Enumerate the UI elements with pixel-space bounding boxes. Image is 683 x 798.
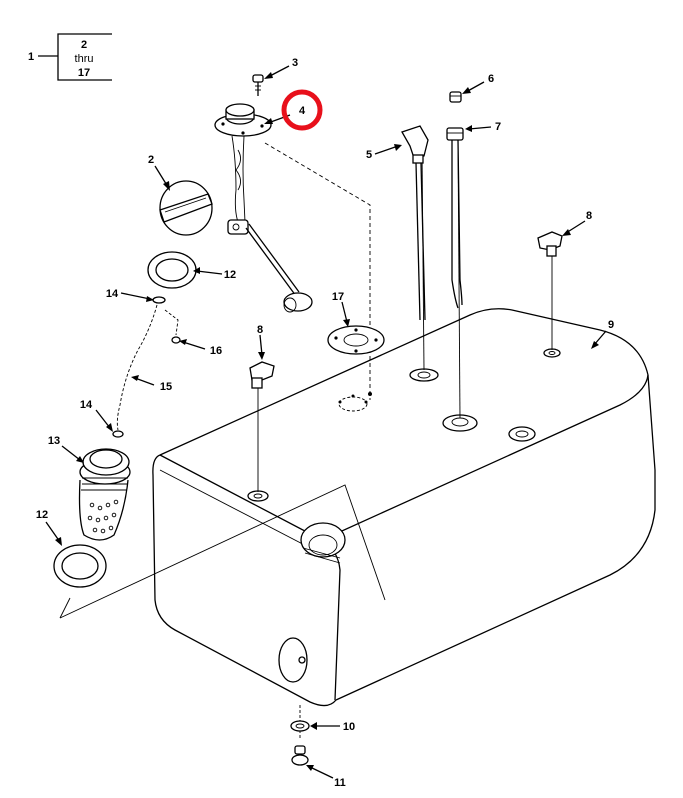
pickup-tube-part: [401, 125, 429, 321]
highlight-ring: [281, 89, 323, 131]
screw-part: [252, 74, 264, 96]
callout-7: 7: [495, 121, 501, 133]
callout-12-upper: 12: [224, 269, 236, 281]
callout-8-left: 8: [257, 324, 263, 336]
callout-17: 17: [332, 291, 344, 303]
filler-cap-part: [159, 180, 213, 236]
gasket-lower-part: [53, 544, 107, 588]
fuel-level-sender-part: [214, 103, 313, 313]
retaining-chain-part: [112, 296, 181, 438]
legend-range-end: 17: [78, 67, 90, 79]
strainer-part: [78, 448, 131, 541]
vent-tube-part: [446, 127, 464, 309]
callout-8-right: 8: [586, 210, 592, 222]
legend-item-label: 1: [28, 51, 34, 63]
sender-gasket-part: [327, 325, 385, 355]
elbow-fitting-right-part: [537, 231, 563, 257]
gasket-upper-part: [147, 251, 197, 289]
drain-washer-part: [290, 720, 310, 732]
vent-cap-part: [449, 91, 462, 103]
elbow-fitting-left-part: [249, 361, 275, 389]
assembly-legend: 1 2 thru 17: [28, 33, 112, 81]
fuel-tank: [59, 308, 656, 707]
callout-14-upper: 14: [106, 288, 119, 300]
callout-15: 15: [160, 381, 172, 393]
callout-14-lower: 14: [80, 399, 93, 411]
callout-5: 5: [366, 149, 372, 161]
callout-9: 9: [608, 319, 614, 331]
callout-13: 13: [48, 435, 60, 447]
legend-range-word: thru: [75, 53, 94, 65]
callout-10: 10: [343, 721, 355, 733]
callout-6: 6: [488, 73, 494, 85]
callout-12-lower: 12: [36, 509, 48, 521]
callout-16: 16: [210, 345, 222, 357]
callout-2: 2: [148, 154, 154, 166]
callout-arrows: [45, 65, 607, 779]
callout-labels: 2 3 4 5 6 7 8 8 9 10 11 12 12 13 14 14 1…: [36, 57, 614, 789]
callout-3: 3: [292, 57, 298, 69]
drain-plug-part: [291, 745, 309, 766]
callout-11: 11: [334, 777, 346, 789]
callout-4-highlighted: 4: [299, 105, 306, 117]
legend-range-start: 2: [81, 39, 87, 51]
